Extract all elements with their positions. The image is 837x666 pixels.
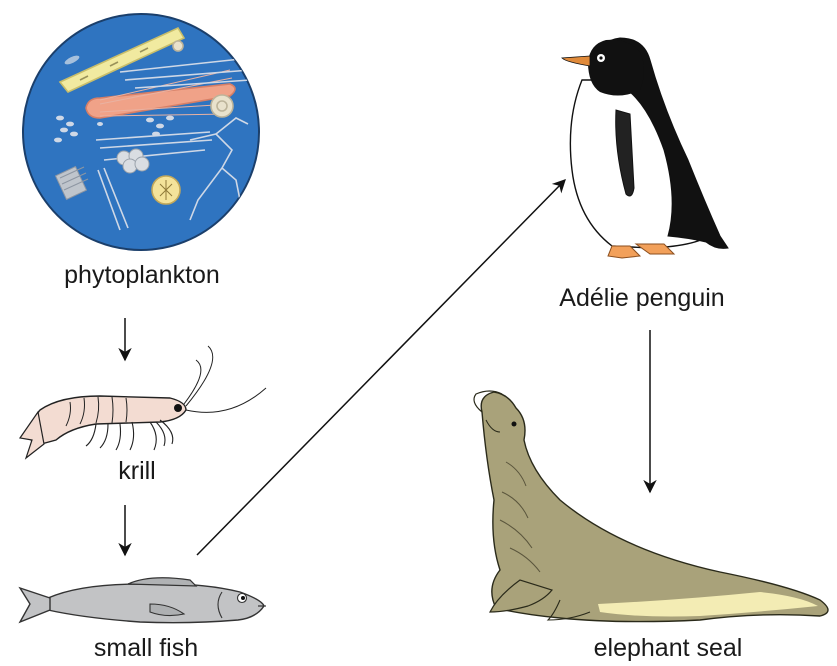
adelie-penguin-label: Adélie penguin	[559, 284, 724, 312]
small-fish-label: small fish	[94, 634, 198, 662]
elephant-seal-label: elephant seal	[594, 634, 743, 662]
phytoplankton-label: phytoplankton	[64, 261, 220, 289]
penguin-icon	[562, 38, 728, 258]
krill-icon	[20, 346, 266, 458]
elephant-seal-icon	[474, 391, 828, 622]
fish-icon	[20, 578, 266, 623]
phytoplankton-icon	[23, 14, 259, 250]
krill-label: krill	[118, 457, 156, 485]
